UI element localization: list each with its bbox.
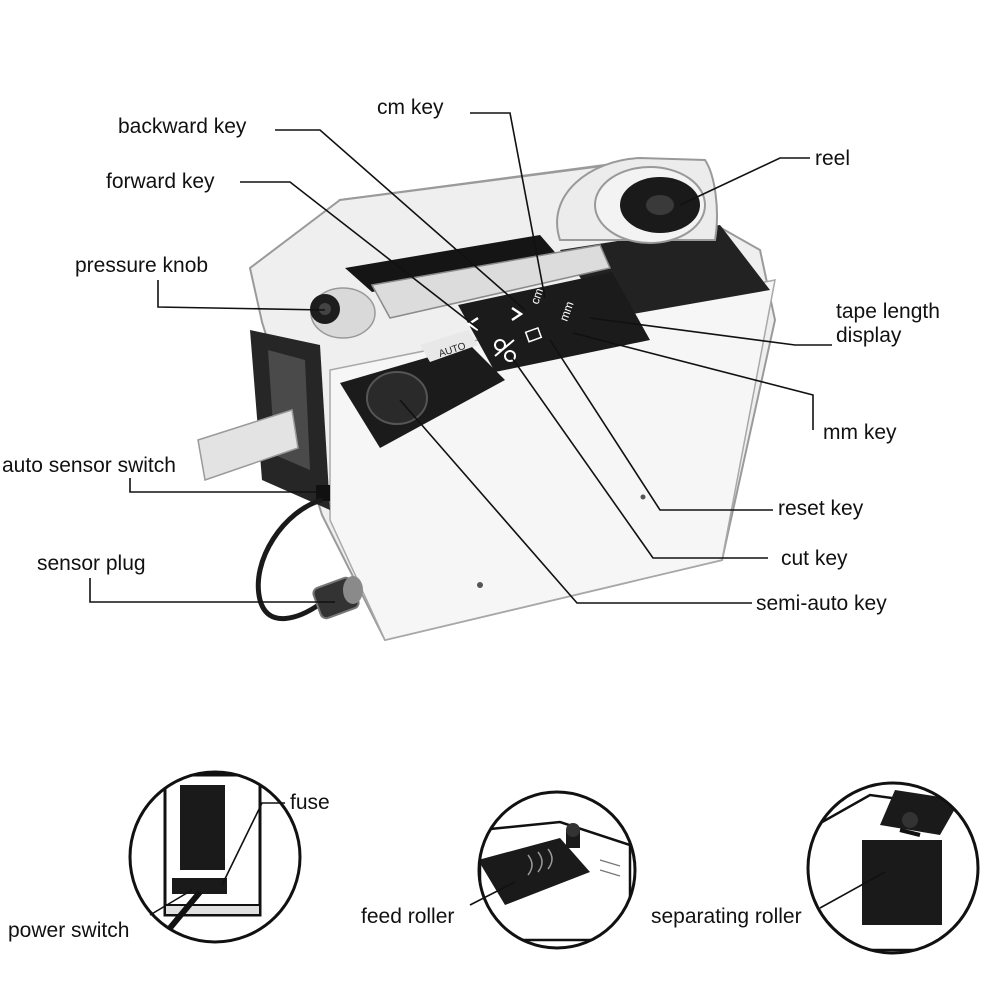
- feed-roller-label: feed roller: [361, 905, 455, 928]
- fuse-label: fuse: [290, 791, 330, 814]
- forward-key-glyph: [511, 306, 524, 322]
- cm-key-text: cm: [528, 286, 547, 306]
- pressure-knob-shape: [310, 287, 376, 339]
- separating-roller-label: separating roller: [651, 905, 802, 928]
- power-switch-label: power switch: [8, 919, 130, 942]
- detail-feed-roller: [469, 790, 637, 950]
- backward-key-glyph: [466, 316, 479, 332]
- sensor-plug-label: sensor plug: [37, 552, 146, 575]
- detail-power-switch: [128, 770, 302, 944]
- mm-key-text: mm: [557, 299, 577, 323]
- pressure-knob-label: pressure knob: [75, 254, 209, 277]
- semi-auto-button-shape: [366, 371, 428, 425]
- tape-length-display-label: tape length display: [836, 300, 940, 348]
- leader-lines: [89, 112, 832, 604]
- forward-key-label: forward key: [106, 170, 215, 193]
- cut-key-label: cut key: [781, 547, 848, 570]
- auto-sensor-switch-shape: [316, 485, 330, 501]
- reset-key-glyph: [524, 326, 543, 343]
- reel-label: reel: [815, 147, 851, 170]
- sensor-plug-shape: [312, 576, 363, 620]
- semi-auto-key-label: semi-auto key: [756, 592, 887, 615]
- left-mechanism: [197, 330, 330, 510]
- reset-key-label: reset key: [778, 497, 864, 520]
- backward-key-label: backward key: [118, 115, 247, 138]
- auto-sensor-switch-label: auto sensor switch: [2, 454, 176, 477]
- machine-illustration: cm mm AUTO: [197, 156, 777, 642]
- cut-key-glyph: [494, 339, 516, 362]
- reel-shape: [556, 156, 718, 244]
- mm-key-label: mm key: [823, 421, 897, 444]
- cm-key-label: cm key: [377, 96, 444, 119]
- detail-separating-roller: [806, 781, 980, 955]
